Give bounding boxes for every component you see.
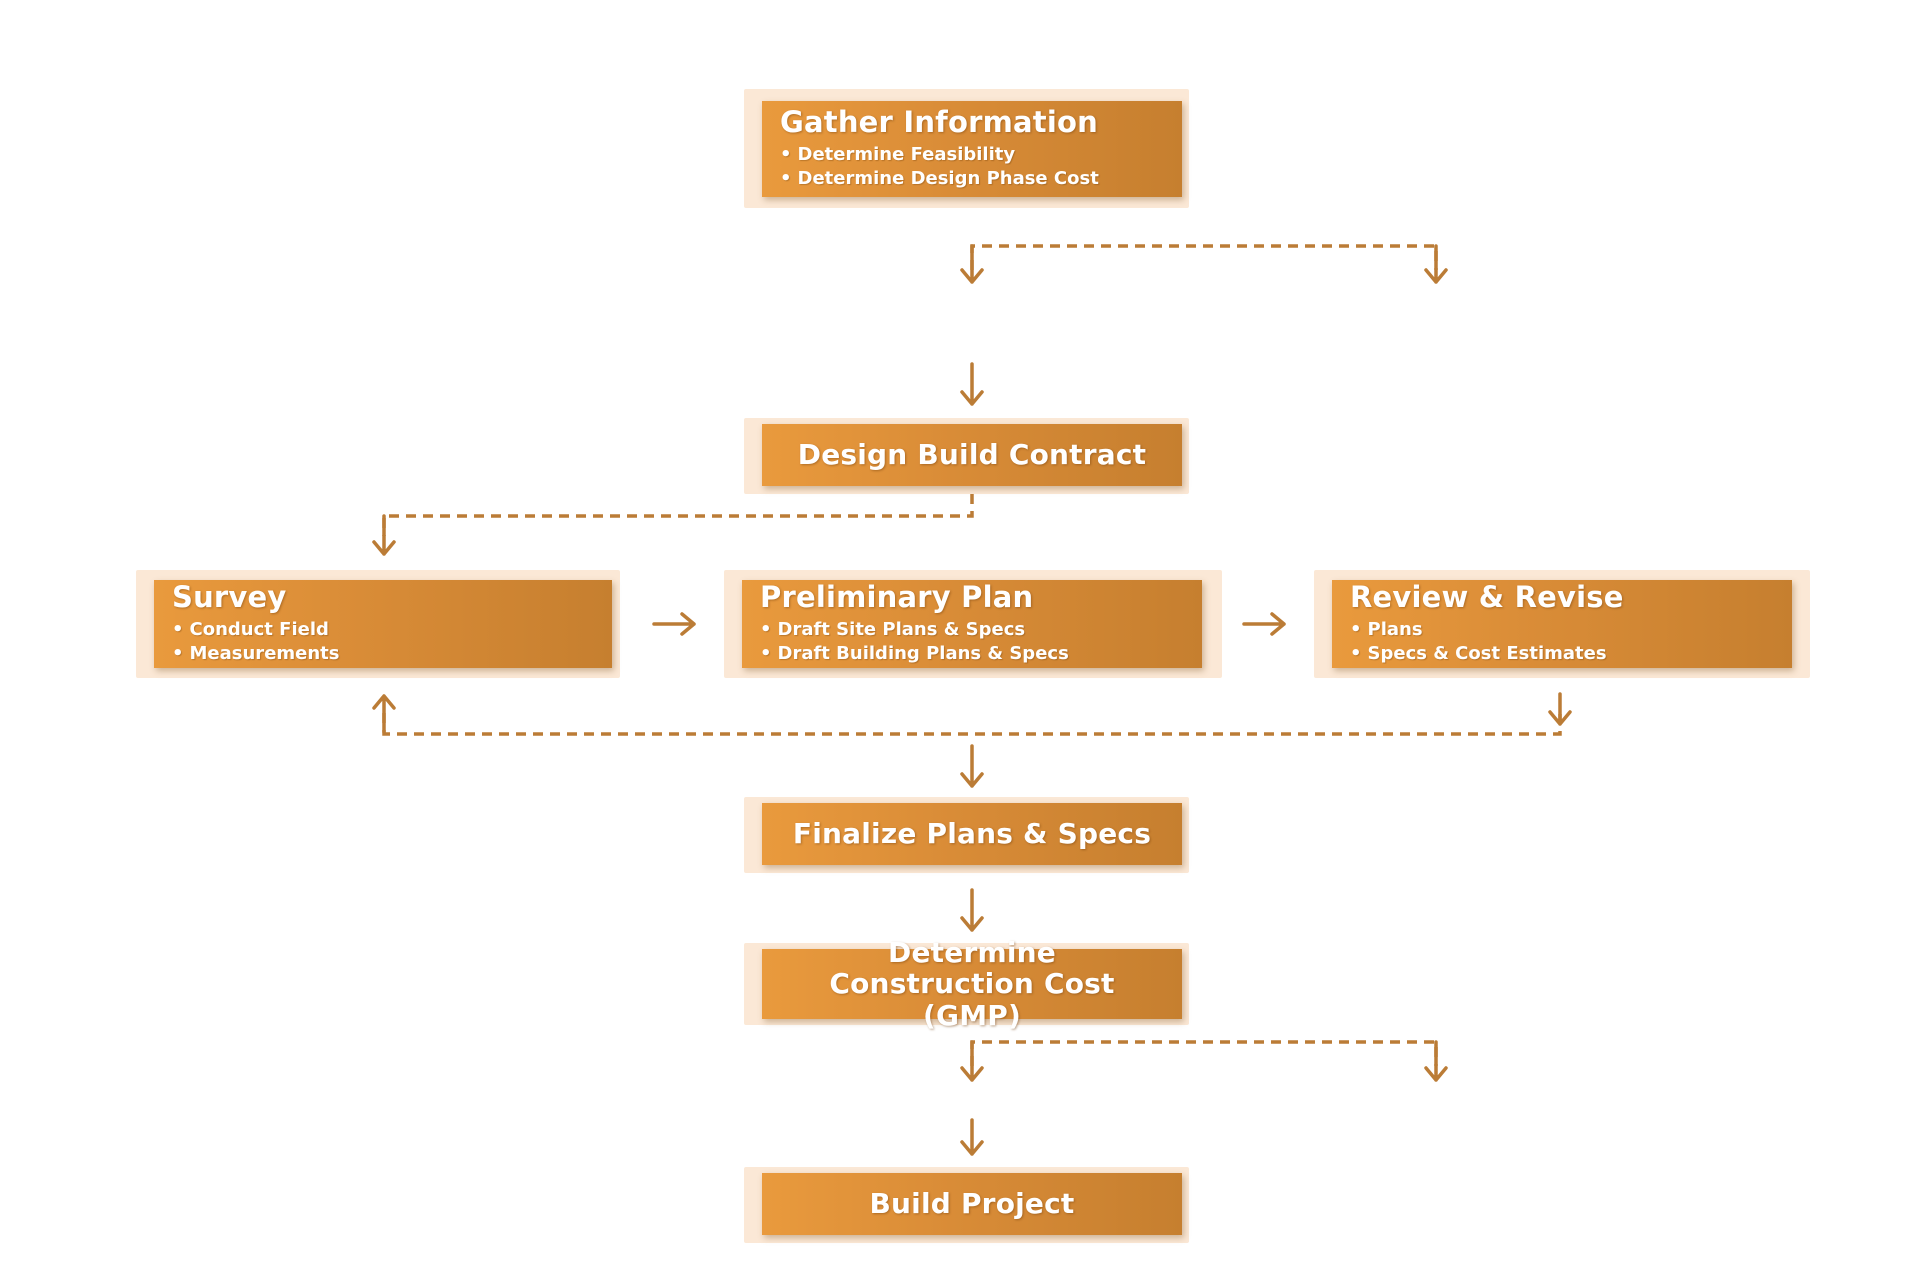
preliminary-plan-box: Preliminary Plan Draft Site Plans & Spec… [742,580,1202,668]
design-build-contract-box: Design Build Contract [762,424,1182,486]
gather-information-bullet: Determine Design Phase Cost [780,167,1099,191]
gather-information-bullet: Determine Feasibility [780,143,1099,167]
gather-split-dashed-line [970,244,1438,270]
review-revise-bullet: Plans [1350,618,1607,642]
survey-bullet: Measurements [172,642,340,666]
construction-cost-title: Determine Construction Cost (GMP) [829,935,1115,1032]
arrow-down-icon [372,514,396,556]
contract-to-survey-dashed-line [382,494,974,536]
survey-bullet: Conduct Field [172,618,340,642]
preliminary-plan-bullet: Draft Building Plans & Specs [760,642,1069,666]
arrow-down-icon [1424,244,1448,284]
review-revise-bullet: Specs & Cost Estimates [1350,642,1607,666]
arrow-down-icon [960,1040,984,1082]
finalize-plans-title: Finalize Plans & Specs [792,817,1152,851]
arrow-up-icon [372,694,396,734]
review-revise-bullets: Plans Specs & Cost Estimates [1350,618,1607,667]
preliminary-plan-title: Preliminary Plan [760,580,1034,615]
arrow-down-icon [960,888,984,932]
survey-bullets: Conduct Field Measurements [172,618,340,667]
review-revise-box: Review & Revise Plans Specs & Cost Estim… [1332,580,1792,668]
gather-information-bullets: Determine Feasibility Determine Design P… [780,143,1099,192]
finalize-plans-box: Finalize Plans & Specs [762,803,1182,865]
survey-box: Survey Conduct Field Measurements [154,580,612,668]
gather-information-box: Gather Information Determine Feasibility… [762,101,1182,197]
build-project-title: Build Project [869,1187,1075,1221]
preliminary-plan-bullet: Draft Site Plans & Specs [760,618,1069,642]
build-project-box: Build Project [762,1173,1182,1235]
arrow-down-icon [1548,692,1572,726]
arrow-down-icon [960,362,984,406]
construction-cost-box: Determine Construction Cost (GMP) [762,937,1182,1031]
review-revise-title: Review & Revise [1350,580,1624,615]
preliminary-plan-bullets: Draft Site Plans & Specs Draft Building … [760,618,1069,667]
feedback-loop-dashed-line [382,712,1562,736]
cost-split-dashed-line [970,1040,1438,1066]
arrow-down-icon [1424,1040,1448,1082]
arrow-right-icon [652,612,696,636]
arrow-down-icon [960,744,984,788]
arrow-right-icon [1242,612,1286,636]
gather-information-title: Gather Information [780,105,1098,140]
survey-title: Survey [172,580,287,615]
arrow-down-icon [960,244,984,284]
arrow-down-icon [960,1118,984,1156]
design-build-contract-title: Design Build Contract [797,438,1147,472]
